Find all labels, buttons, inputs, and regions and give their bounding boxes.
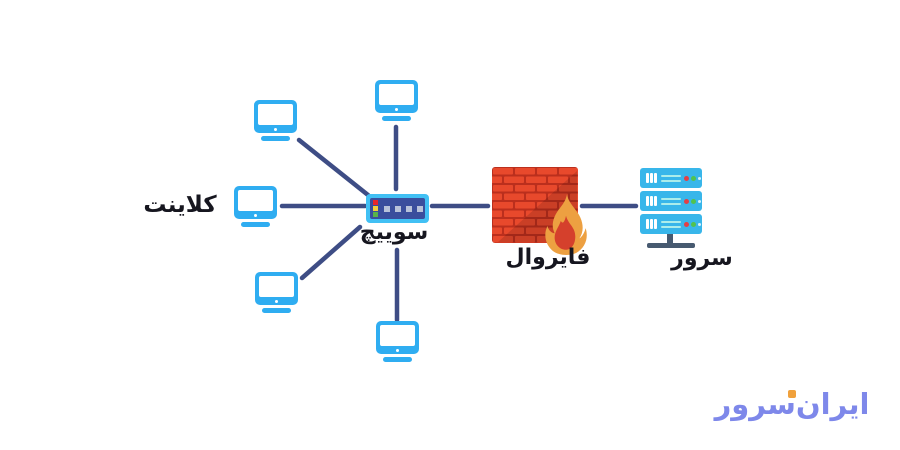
- watermark-accent-dot: [788, 390, 796, 398]
- monitor-stand: [261, 135, 290, 141]
- switch-led-green: [373, 212, 378, 217]
- server-slot: [661, 175, 681, 177]
- monitor-stand: [383, 356, 412, 362]
- server-led-red: [684, 221, 689, 227]
- client-monitor-upper-left: [254, 100, 297, 141]
- switch-icon: [366, 194, 429, 223]
- server-slot: [661, 203, 681, 205]
- link-client-lowerleft-switch: [299, 224, 363, 281]
- monitor-icon: [375, 80, 418, 113]
- monitor-screen: [380, 325, 415, 346]
- server-slot: [661, 226, 681, 228]
- client-monitor-top: [375, 80, 418, 121]
- server-unit: [640, 168, 702, 188]
- server-unit: [640, 191, 702, 211]
- clients-label: کلاینت: [143, 192, 217, 218]
- server-vent: [650, 219, 653, 229]
- monitor-dot: [275, 300, 278, 303]
- server-vent: [646, 219, 649, 229]
- server-vent: [654, 219, 657, 229]
- link-client-upperleft-switch: [296, 137, 371, 198]
- switch-port: [384, 206, 390, 212]
- server-icon: [640, 168, 702, 250]
- monitor-stand: [382, 115, 411, 121]
- monitor-dot: [274, 128, 277, 131]
- switch-port: [417, 206, 423, 212]
- server-vent: [650, 173, 653, 183]
- server-label: سرور: [671, 246, 733, 271]
- monitor-screen: [259, 276, 294, 297]
- client-monitor-lower-left: [255, 272, 298, 313]
- server-led-red: [684, 198, 689, 204]
- monitor-icon: [234, 186, 277, 219]
- switch-label: سوییچ: [359, 220, 429, 245]
- server-vent: [646, 173, 649, 183]
- switch-led-red: [373, 200, 378, 205]
- server-led-small: [697, 177, 701, 180]
- server-led-green: [691, 221, 696, 227]
- monitor-icon: [376, 321, 419, 354]
- server-stand-pole: [667, 234, 673, 244]
- monitor-screen: [238, 190, 273, 211]
- server-slot: [661, 180, 681, 182]
- server-unit: [640, 214, 702, 234]
- switch-port: [395, 206, 401, 212]
- server-slot: [661, 198, 681, 200]
- firewall-label: فایروال: [505, 245, 591, 270]
- client-monitor-mid-left: [234, 186, 277, 227]
- server-led-small: [697, 200, 701, 203]
- server-stand-base: [647, 243, 695, 248]
- flame-icon: [545, 194, 587, 255]
- monitor-dot: [395, 108, 398, 111]
- server-vent: [646, 196, 649, 206]
- server-vent: [654, 196, 657, 206]
- server-vent: [654, 173, 657, 183]
- switch-port: [406, 206, 412, 212]
- monitor-screen: [379, 84, 414, 105]
- server-led-red: [684, 175, 689, 181]
- switch-led-yellow: [373, 206, 378, 211]
- monitor-stand: [262, 307, 291, 313]
- client-monitor-bottom: [376, 321, 419, 362]
- monitor-screen: [258, 104, 293, 125]
- monitor-icon: [255, 272, 298, 305]
- server-slot: [661, 221, 681, 223]
- monitor-icon: [254, 100, 297, 133]
- server-vent: [650, 196, 653, 206]
- server-led-green: [691, 198, 696, 204]
- switch-panel: [370, 198, 425, 219]
- monitor-stand: [241, 221, 270, 227]
- monitor-dot: [396, 349, 399, 352]
- server-led-green: [691, 175, 696, 181]
- server-led-small: [697, 223, 701, 226]
- monitor-dot: [254, 214, 257, 217]
